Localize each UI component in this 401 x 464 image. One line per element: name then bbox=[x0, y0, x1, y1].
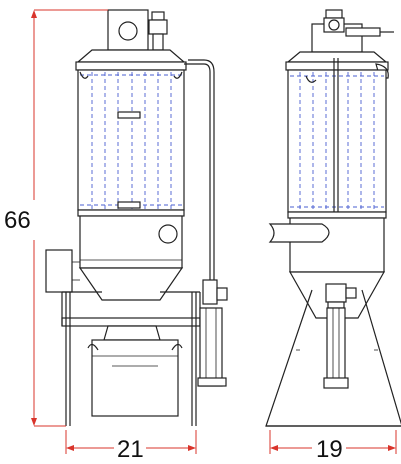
front-regulator-bowl bbox=[152, 33, 164, 51]
front-actuator-cylinder bbox=[199, 307, 223, 387]
front-clamp-left bbox=[79, 71, 89, 79]
front-width-dimension-label: 21 bbox=[117, 436, 144, 463]
front-discharge-valve bbox=[103, 325, 161, 341]
front-cone bbox=[78, 267, 184, 301]
front-clamp-right bbox=[173, 71, 183, 79]
side-solenoid bbox=[345, 27, 381, 37]
front-inlet-port bbox=[158, 224, 178, 244]
side-actuator-cylinder bbox=[326, 307, 346, 381]
front-valve-block bbox=[202, 279, 218, 305]
front-collection-bin bbox=[91, 339, 179, 417]
front-plate-lower bbox=[117, 201, 141, 209]
side-regulator-body bbox=[323, 17, 345, 33]
front-plate-upper bbox=[117, 111, 141, 119]
front-side-outlet bbox=[45, 249, 73, 293]
front-regulator-head bbox=[151, 11, 165, 21]
front-lid bbox=[76, 49, 186, 63]
height-dimension-label: 66 bbox=[4, 207, 31, 234]
side-inlet-tube bbox=[268, 223, 330, 243]
front-main-cylinder bbox=[77, 69, 185, 211]
side-pressure-gauge bbox=[328, 19, 340, 31]
side-lid bbox=[286, 51, 388, 63]
front-view: 66 21 bbox=[4, 9, 228, 463]
front-bin-clamp-left bbox=[87, 343, 99, 351]
front-motor-port bbox=[118, 21, 138, 41]
side-main-cylinder bbox=[287, 69, 387, 213]
front-motor-box bbox=[107, 9, 149, 51]
side-valve-block bbox=[325, 283, 347, 303]
side-width-dimension-label: 19 bbox=[316, 436, 343, 463]
front-air-pipe bbox=[184, 63, 211, 280]
side-view: 19 bbox=[265, 9, 401, 463]
front-stand-crossbar bbox=[61, 317, 201, 327]
front-regulator-body bbox=[148, 19, 168, 35]
front-bin-clamp-right bbox=[171, 343, 183, 351]
front-lid-rim bbox=[75, 61, 187, 71]
